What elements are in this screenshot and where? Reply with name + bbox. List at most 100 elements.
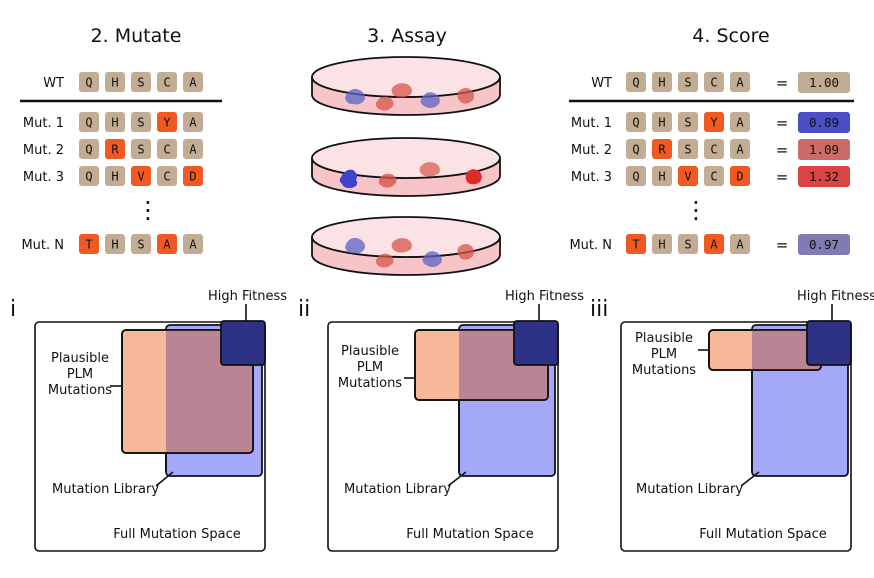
score-badge (798, 166, 850, 187)
residue-letter: S (684, 238, 691, 252)
panel-numeral: iii (590, 297, 608, 322)
residue-letter: C (710, 143, 717, 157)
residue-letter: C (163, 143, 170, 157)
mutation-library-label: Mutation Library (52, 482, 159, 497)
residue-letter: Q (632, 76, 639, 90)
plm-label: Mutations (48, 383, 112, 398)
residue-letter: T (632, 238, 639, 252)
residue-box (105, 112, 125, 132)
residue-letter: S (684, 143, 691, 157)
residue-letter: H (111, 116, 118, 130)
residue-letter: S (137, 143, 144, 157)
sequence-label: Mut. 3 (571, 170, 612, 185)
score-badge (798, 234, 850, 255)
residue-box (79, 72, 99, 92)
sequence-label: Mut. 1 (571, 116, 612, 131)
residue-box (183, 234, 203, 254)
sequence-label: Mut. 1 (23, 116, 64, 131)
residue-letter: Q (632, 116, 639, 130)
mutation-library-label: Mutation Library (636, 482, 743, 497)
residue-letter: Q (85, 76, 92, 90)
sequence-label: WT (43, 76, 64, 91)
score-value: 1.09 (809, 142, 839, 157)
residue-letter: C (710, 170, 717, 184)
assay-dishes (311, 56, 501, 276)
residue-letter: A (736, 238, 744, 252)
score-badge (798, 112, 850, 133)
plm-label: Mutations (632, 363, 696, 378)
residue-letter: S (137, 116, 144, 130)
residue-letter: H (111, 76, 118, 90)
residue-letter: V (137, 170, 144, 184)
residue-box (157, 72, 177, 92)
full-mutation-space-label: Full Mutation Space (406, 527, 534, 542)
equals-sign: = (776, 236, 789, 254)
residue-box (704, 166, 724, 186)
residue-letter: A (163, 238, 171, 252)
residue-box (678, 112, 698, 132)
residue-box (131, 112, 151, 132)
plm-label: PLM (67, 367, 93, 382)
residue-letter: S (137, 76, 144, 90)
residue-letter: V (684, 170, 691, 184)
residue-box (183, 139, 203, 159)
high-fitness-label: High Fitness (505, 289, 584, 304)
residue-box (131, 139, 151, 159)
sequence-label: Mut. N (21, 238, 64, 253)
mutate-panel: ⋮ (20, 99, 222, 224)
high-fitness-box (220, 320, 266, 366)
score-ellipsis: ⋮ (684, 196, 708, 224)
residue-box (105, 166, 125, 186)
residue-letter: H (658, 116, 665, 130)
residue-box (183, 112, 203, 132)
plm-label: Plausible (341, 344, 399, 359)
sequence-label: Mut. 2 (571, 143, 612, 158)
residue-box (704, 139, 724, 159)
residue-letter: S (684, 116, 691, 130)
residue-box (79, 139, 99, 159)
residue-letter: A (189, 116, 197, 130)
high-fitness-label: High Fitness (208, 289, 287, 304)
score-value: 0.97 (809, 237, 839, 252)
residue-letter: R (111, 143, 119, 157)
residue-letter: H (658, 170, 665, 184)
residue-box (626, 166, 646, 186)
sequence-label: Mut. 3 (23, 170, 64, 185)
residue-box-mutated (79, 234, 99, 254)
residue-letter: A (189, 76, 197, 90)
residue-box (730, 112, 750, 132)
residue-box (730, 139, 750, 159)
residue-box (157, 139, 177, 159)
plm-label: PLM (651, 347, 677, 362)
residue-letter: H (111, 170, 118, 184)
equals-sign: = (776, 74, 789, 92)
petri-dish-2 (311, 137, 501, 197)
assay-title: 3. Assay (367, 25, 447, 47)
residue-letter: S (137, 238, 144, 252)
score-title: 4. Score (692, 25, 769, 47)
mutation-library-label: Mutation Library (344, 482, 451, 497)
full-mutation-space-label: Full Mutation Space (699, 527, 827, 542)
petri-dish-1 (311, 56, 501, 116)
plm-label: Mutations (338, 376, 402, 391)
sequence-label: Mut. 2 (23, 143, 64, 158)
residue-box (131, 234, 151, 254)
residue-letter: Q (632, 143, 639, 157)
residue-box (626, 112, 646, 132)
residue-box (678, 234, 698, 254)
residue-box-mutated (678, 166, 698, 186)
residue-box-mutated (626, 234, 646, 254)
panel-numeral: i (10, 297, 16, 322)
panel-numeral: ii (298, 297, 310, 322)
residue-box-mutated (183, 166, 203, 186)
residue-box-mutated (131, 166, 151, 186)
